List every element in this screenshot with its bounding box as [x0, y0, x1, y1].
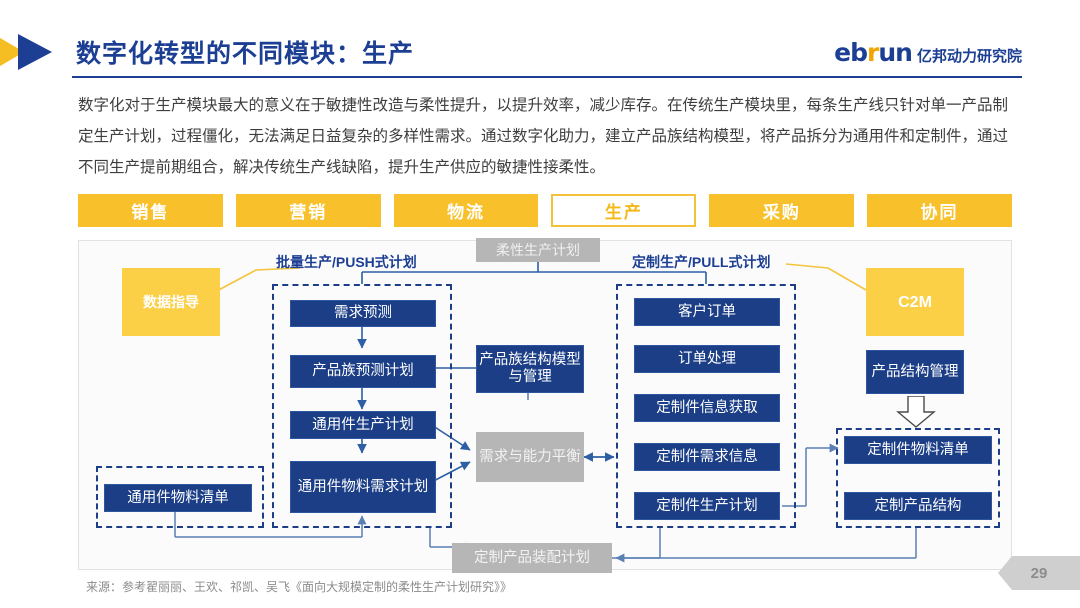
c2m-callout: C2M [866, 268, 964, 336]
pull-group-box [616, 284, 796, 528]
node-product-structure-management: 产品结构管理 [866, 350, 964, 394]
node-common-part-bom: 通用件物料清单 [104, 484, 252, 512]
node-order-processing: 订单处理 [634, 345, 780, 373]
tab-sales[interactable]: 销售 [78, 194, 223, 227]
node-product-family-structure-model: 产品族结构模型与管理 [476, 345, 584, 393]
page-title: 数字化转型的不同模块：生产 [76, 40, 415, 68]
logo-un-text: un [878, 38, 913, 67]
brand-logo: ebrun 亿邦动力研究院 [834, 38, 1022, 67]
node-demand-forecast: 需求预测 [290, 300, 436, 327]
node-custom-product-structure: 定制产品结构 [844, 492, 992, 520]
header-divider [72, 76, 1022, 78]
source-citation: 来源：参考翟丽丽、王欢、祁凯、吴飞《面向大规模定制的柔性生产计划研究》》 [86, 580, 513, 594]
node-custom-product-assembly-plan: 定制产品装配计划 [452, 543, 612, 573]
node-common-part-production-plan: 通用件生产计划 [290, 411, 436, 439]
pull-group-label: 定制生产/PULL式计划 [632, 254, 771, 270]
node-custom-part-info-capture: 定制件信息获取 [634, 394, 780, 422]
right-bom-group-box [836, 428, 1000, 528]
tab-marketing[interactable]: 营销 [235, 194, 381, 227]
node-demand-capacity-balance: 需求与能力平衡 [476, 432, 584, 482]
logo-eb-text: eb [834, 38, 868, 67]
node-custom-part-demand-info: 定制件需求信息 [634, 443, 780, 471]
logo-chinese-text: 亿邦动力研究院 [916, 48, 1022, 65]
push-group-box [272, 284, 452, 528]
node-custom-part-bom: 定制件物料清单 [844, 436, 992, 464]
body-paragraph: 数字化对于生产模块最大的意义在于敏捷性改造与柔性提升，以提升效率，减少库存。在传… [78, 97, 1009, 176]
node-common-part-material-requirement-plan: 通用件物料需求计划 [290, 461, 436, 513]
node-product-family-forecast-plan: 产品族预测计划 [290, 355, 436, 388]
tab-collaboration[interactable]: 协同 [867, 194, 1012, 227]
page-number-badge: 29 [998, 556, 1080, 590]
header-arrow-icon [0, 34, 52, 70]
tab-procurement[interactable]: 采购 [709, 194, 855, 227]
push-group-label: 批量生产/PUSH式计划 [276, 254, 417, 270]
left-bom-group-box [96, 466, 264, 528]
down-arrow-icon [896, 396, 936, 428]
tab-logistics[interactable]: 物流 [393, 194, 539, 227]
data-guidance-callout: 数据指导 [122, 268, 220, 336]
node-custom-part-production-plan: 定制件生产计划 [634, 492, 780, 520]
logo-r-text: r [867, 38, 879, 67]
logo-wordmark: ebrun [834, 38, 913, 67]
module-tabs: 销售 营销 物流 生产 采购 协同 [78, 194, 1012, 227]
flexible-plan-tag: 柔性生产计划 [476, 238, 600, 262]
node-customer-order: 客户订单 [634, 298, 780, 326]
tab-production[interactable]: 生产 [551, 194, 697, 227]
